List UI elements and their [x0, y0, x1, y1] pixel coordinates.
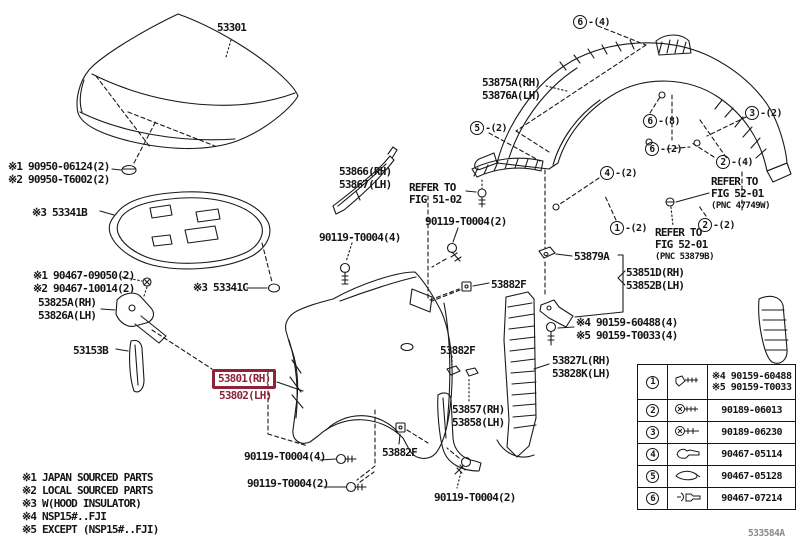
part-label-hinge-lh[interactable]: 53826A(LH)	[38, 309, 97, 322]
part-label-hood-clip-jp[interactable]: ※1 90950-06124(2)	[8, 160, 110, 173]
part-label-liner-rh[interactable]: 53875A(RH)	[482, 76, 541, 89]
screw-icon	[674, 426, 699, 436]
callout-4-qty2: 4-(2)	[600, 166, 638, 180]
legend-line-5: ※5 EXCEPT (NSP15#..FJI)	[22, 523, 159, 536]
part-label-53882f-1[interactable]: 53882F	[491, 278, 527, 291]
part-label-fender-lh[interactable]: 53802(LH)	[219, 389, 272, 402]
clip-icon	[675, 470, 701, 481]
refer-note-fig52-01-a: REFER TO FIG 52-01 (PNC 47749W)	[711, 175, 771, 212]
part-label-hood[interactable]: 53301	[217, 21, 247, 34]
fastener-row-1[interactable]: 1 ※4 90159-60488 ※5 90159-T0033	[636, 364, 796, 400]
part-label-fender-rh: 53801(RH)	[218, 372, 271, 385]
screw-icon	[675, 374, 698, 387]
part-number: 90189-06013	[721, 405, 783, 416]
fastener-table: 1 ※4 90159-60488 ※5 90159-T0033 2 90189-…	[636, 364, 796, 510]
part-label-bolt-90119-4-top[interactable]: 90119-T0004(4)	[319, 231, 401, 244]
selected-part-53801[interactable]: 53801(RH)	[212, 369, 277, 389]
part-label-insulator-clip[interactable]: ※3 53341C	[193, 281, 249, 294]
part-number: ※4 90159-60488	[711, 371, 792, 382]
stiffener-drawing	[496, 291, 550, 458]
part-label-hood-clip-local[interactable]: ※2 90950-T6002(2)	[8, 173, 110, 186]
bottom-fasteners	[319, 422, 472, 493]
row-number-badge: 4	[646, 448, 660, 461]
protector-drawing	[332, 146, 398, 215]
fastener-row-4[interactable]: 4 90467-05114	[636, 443, 796, 466]
part-label-brace-lh[interactable]: 53852B(LH)	[626, 279, 685, 292]
callout-6-qty4: 6-(4)	[573, 15, 611, 29]
clip-icon	[676, 448, 700, 459]
part-label-screw-90159-jp[interactable]: ※4 90159-60488(4)	[576, 316, 678, 329]
part-label-stiffener-rh[interactable]: 53827L(RH)	[552, 354, 611, 367]
fastener-row-6[interactable]: 6 90467-07214	[636, 487, 796, 510]
liner-edge-strip	[758, 295, 789, 364]
cowl-seal-drawing	[115, 339, 145, 393]
row-number-badge: 2	[646, 404, 660, 417]
legend-line-3: ※3 W(HOOD INSULATOR)	[22, 497, 142, 510]
clip-icon	[676, 492, 701, 502]
part-number: 90467-05128	[721, 471, 783, 482]
legend-line-2: ※2 LOCAL SOURCED PARTS	[22, 484, 154, 497]
figure-code: 533584A	[748, 528, 785, 539]
fastener-row-3[interactable]: 3 90189-06230	[636, 421, 796, 444]
part-number: ※5 90159-T0033	[711, 382, 792, 393]
clip-53882f-1	[431, 281, 490, 302]
row-number-badge: 3	[646, 426, 660, 439]
part-label-hinge-bolt-local[interactable]: ※2 90467-10014(2)	[33, 282, 135, 295]
part-label-liner-lh[interactable]: 53876A(LH)	[482, 89, 541, 102]
callout-leaders	[488, 25, 747, 221]
callout-1-qty2: 1-(2)	[610, 221, 648, 235]
fender-drawing	[267, 271, 453, 481]
callout-2-qty4: 2-(4)	[716, 155, 754, 169]
part-label-bolt-90119-2-top[interactable]: 90119-T0004(2)	[425, 215, 507, 228]
part-label-53882f-2[interactable]: 53882F	[440, 344, 476, 357]
refer-note-fig52-01-b: REFER TO FIG 52-01 (PNC 53879B)	[655, 226, 715, 263]
part-label-support[interactable]: 53879A	[574, 250, 610, 263]
part-label-hinge-bolt-jp[interactable]: ※1 90467-09050(2)	[33, 269, 135, 282]
fastener-row-5[interactable]: 5 90467-05128	[636, 465, 796, 488]
part-label-seal[interactable]: 53153B	[73, 344, 109, 357]
fastener-row-2[interactable]: 2 90189-06013	[636, 399, 796, 422]
part-label-bolt-90119-4-bottom[interactable]: 90119-T0004(4)	[244, 450, 326, 463]
part-number: 90467-07214	[721, 493, 783, 504]
row-number-badge: 6	[646, 492, 660, 505]
part-label-screw-90159-local[interactable]: ※5 90159-T0033(4)	[576, 329, 678, 342]
liner-flange-drawing	[465, 157, 544, 208]
part-label-bolt-90119-2-bottom[interactable]: 90119-T0004(2)	[247, 477, 329, 490]
part-label-stiffener-lh[interactable]: 53828K(LH)	[552, 367, 611, 380]
part-label-bolt-90119-2-right[interactable]: 90119-T0004(2)	[434, 491, 516, 504]
row-number-badge: 1	[646, 375, 660, 389]
callout-2-qty2: 2-(2)	[698, 218, 736, 232]
hinge-drawing	[100, 276, 213, 370]
part-number: 90467-05114	[721, 449, 783, 460]
part-label-insulator[interactable]: ※3 53341B	[32, 206, 88, 219]
support-drawing	[538, 169, 626, 346]
part-label-brace-rh[interactable]: 53851D(RH)	[626, 266, 685, 279]
callout-3-qty2: 3-(2)	[745, 106, 783, 120]
legend-line-4: ※4 NSP15#..FJI	[22, 510, 107, 523]
fender-liner-drawing	[474, 34, 792, 211]
part-label-protector-rh[interactable]: 53866(RH)	[339, 165, 392, 178]
part-number: 90189-06230	[721, 427, 783, 438]
bolt-glyphs-top	[339, 195, 462, 301]
callout-6-qty2: 6-(2)	[645, 142, 683, 156]
refer-leaders	[665, 192, 710, 227]
callout-6-qty8: 6-(8)	[643, 114, 681, 128]
part-label-mudguard-rh[interactable]: 53857(RH)	[452, 403, 505, 416]
refer-note-fig51-02: REFER TO FIG 51-02	[409, 181, 462, 206]
legend-line-1: ※1 JAPAN SOURCED PARTS	[22, 471, 154, 484]
hood-insulator-drawing	[99, 191, 281, 293]
mudguard-drawing	[437, 355, 482, 472]
part-label-hinge-rh[interactable]: 53825A(RH)	[38, 296, 97, 309]
part-label-mudguard-lh[interactable]: 53858(LH)	[452, 416, 505, 429]
callout-5-qty2: 5-(2)	[470, 121, 508, 135]
screw-icon	[674, 404, 698, 414]
part-label-53882f-3[interactable]: 53882F	[382, 446, 418, 459]
row-number-badge: 5	[646, 470, 660, 483]
hood-drawing	[76, 13, 299, 176]
part-label-protector-lh[interactable]: 53867(LH)	[339, 178, 392, 191]
